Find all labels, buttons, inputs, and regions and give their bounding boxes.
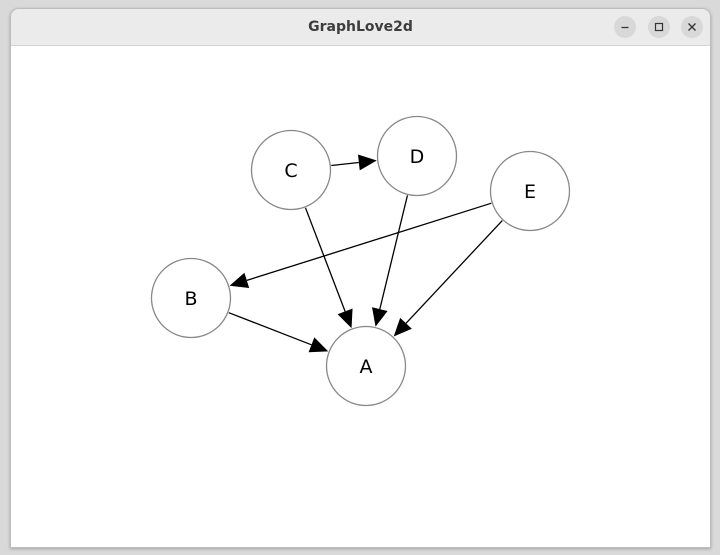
edge-B-A bbox=[228, 312, 312, 346]
nodes-layer: A B C D E bbox=[150, 115, 571, 407]
node-label: A bbox=[360, 356, 373, 378]
node-label: C bbox=[284, 160, 297, 182]
arrowhead-E-B bbox=[229, 272, 250, 289]
node-circle bbox=[376, 115, 458, 197]
title-bar[interactable]: GraphLove2d bbox=[11, 9, 710, 46]
graph-node-E[interactable]: E bbox=[489, 150, 571, 232]
arrowhead-B-A bbox=[308, 337, 329, 353]
edge-E-B bbox=[246, 202, 492, 282]
graph-node-A[interactable]: A bbox=[325, 325, 407, 407]
close-icon bbox=[688, 23, 696, 31]
edges-layer bbox=[228, 154, 503, 353]
arrowhead-C-D bbox=[357, 154, 377, 171]
minimize-button[interactable] bbox=[614, 16, 636, 38]
app-window: GraphLove2d A B C D E bbox=[10, 8, 711, 548]
graph-node-D[interactable]: D bbox=[376, 115, 458, 197]
node-circle bbox=[150, 257, 232, 339]
maximize-button[interactable] bbox=[648, 16, 670, 38]
graph-canvas[interactable]: A B C D E bbox=[11, 46, 710, 547]
node-label: E bbox=[524, 181, 536, 203]
graph-node-B[interactable]: B bbox=[150, 257, 232, 339]
node-label: B bbox=[184, 288, 197, 310]
edge-D-A bbox=[379, 195, 409, 310]
graph-node-C[interactable]: C bbox=[250, 129, 332, 211]
arrowhead-C-A bbox=[337, 308, 353, 329]
close-button[interactable] bbox=[681, 16, 703, 38]
node-circle bbox=[325, 325, 407, 407]
node-label: D bbox=[410, 146, 425, 168]
arrowhead-E-A bbox=[393, 317, 412, 337]
edge-E-A bbox=[405, 220, 503, 324]
graph-drawing: A B C D E bbox=[150, 115, 571, 407]
node-circle bbox=[489, 150, 571, 232]
edge-C-D bbox=[331, 161, 359, 167]
minimize-icon bbox=[621, 26, 629, 29]
arrowhead-D-A bbox=[372, 307, 388, 327]
edge-C-A bbox=[304, 207, 346, 312]
node-circle bbox=[250, 129, 332, 211]
maximize-icon bbox=[654, 22, 664, 32]
window-title: GraphLove2d bbox=[308, 19, 413, 35]
